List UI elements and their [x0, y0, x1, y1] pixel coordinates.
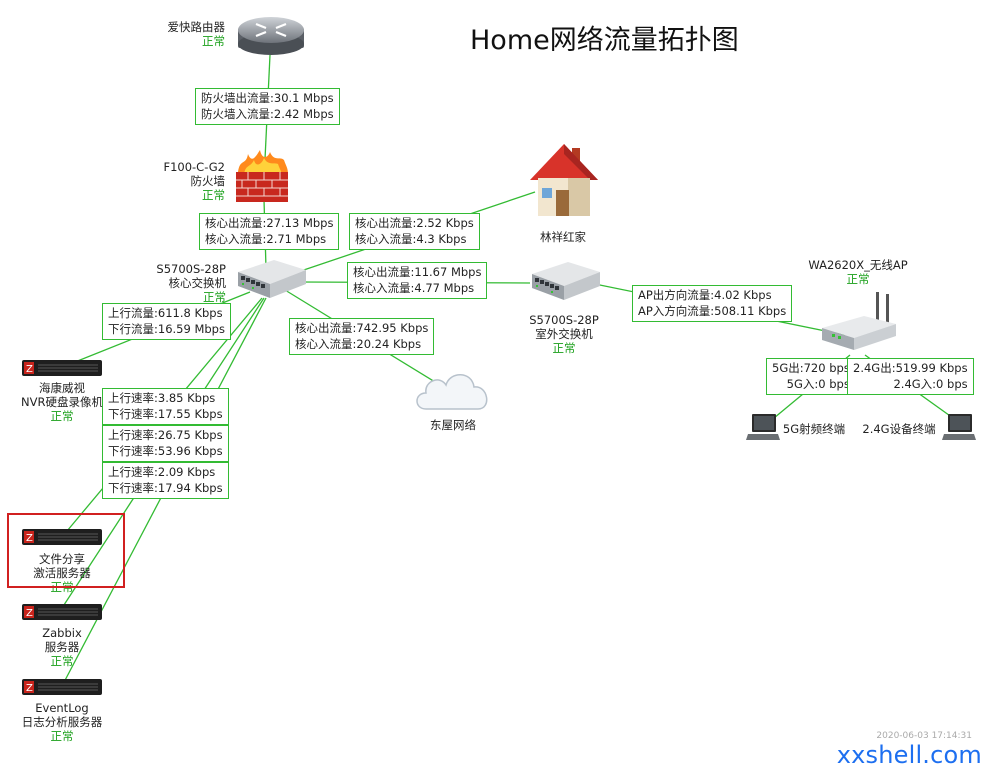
traffic-eventlog: 上行速率:2.09 Kbps 下行速率:17.94 Kbps	[102, 462, 229, 499]
house-icon[interactable]	[528, 140, 600, 224]
timestamp: 2020-06-03 17:14:31	[876, 731, 972, 741]
cloud-label: 东屋网络	[430, 418, 476, 432]
svg-text:Z: Z	[26, 608, 33, 619]
firewall-label: F100-C-G2 防火墙 正常	[163, 160, 225, 202]
traffic-core-firewall: 核心出流量:27.13 Mbps 核心入流量:2.71 Mbps	[199, 213, 340, 250]
terminal-5g-label: 5G射频终端	[782, 422, 846, 436]
router-label: 爱快路由器 正常	[167, 20, 226, 48]
traffic-ap-24g: 2.4G出:519.99 Kbps 2.4G入:0 bps	[847, 358, 974, 395]
terminal-24g-label: 2.4G设备终端	[862, 422, 936, 436]
nvr-server-icon[interactable]: Z	[22, 358, 102, 382]
core-switch-icon[interactable]	[234, 256, 310, 306]
file-server-label: 文件分享 激活服务器 正常	[33, 552, 91, 594]
nvr-label: 海康威视 NVR硬盘录像机 正常	[21, 381, 103, 423]
traffic-core-house: 核心出流量:2.52 Kbps 核心入流量:4.3 Kbps	[349, 213, 480, 250]
page-title: Home网络流量拓扑图	[470, 25, 739, 56]
file-server-icon[interactable]: Z	[22, 527, 102, 551]
outdoor-switch-icon[interactable]	[528, 258, 604, 308]
traffic-ap-outdoor: AP出方向流量:4.02 Kbps AP入方向流量:508.11 Kbps	[632, 285, 793, 322]
traffic-core-outdoor: 核心出流量:11.67 Mbps 核心入流量:4.77 Mbps	[347, 262, 488, 299]
laptop-5g-icon[interactable]	[746, 412, 780, 446]
svg-text:Z: Z	[26, 683, 33, 694]
traffic-core-cloud: 核心出流量:742.95 Kbps 核心入流量:20.24 Kbps	[289, 318, 435, 355]
eventlog-label: EventLog 日志分析服务器 正常	[21, 701, 103, 743]
watermark: xxshell.com	[836, 741, 982, 769]
traffic-firewall-router: 防火墙出流量:30.1 Mbps 防火墙入流量:2.42 Mbps	[195, 88, 340, 125]
ap-label: WA2620X_无线AP 正常	[808, 258, 908, 286]
zabbix-label: Zabbix 服务器 正常	[42, 626, 82, 668]
traffic-nvr: 上行流量:611.8 Kbps 下行流量:16.59 Mbps	[102, 303, 231, 340]
wireless-ap-icon[interactable]	[818, 290, 900, 364]
eventlog-server-icon[interactable]: Z	[22, 677, 102, 701]
laptop-24g-icon[interactable]	[942, 412, 976, 446]
svg-text:Z: Z	[26, 533, 33, 544]
house-label: 林祥红家	[540, 230, 586, 244]
cloud-icon[interactable]	[412, 365, 494, 417]
zabbix-server-icon[interactable]: Z	[22, 602, 102, 626]
highlight-box	[7, 513, 125, 588]
outdoor-switch-label: S5700S-28P 室外交换机 正常	[529, 313, 599, 355]
traffic-file-server: 上行速率:3.85 Kbps 下行速率:17.55 Kbps	[102, 388, 229, 425]
traffic-zabbix: 上行速率:26.75 Kbps 下行速率:53.96 Kbps	[102, 425, 229, 462]
traffic-ap-5g: 5G出:720 bps 5G入:0 bps	[766, 358, 856, 395]
svg-text:Z: Z	[26, 364, 33, 375]
core-switch-label: S5700S-28P 核心交换机 正常	[156, 262, 226, 304]
firewall-icon[interactable]	[232, 150, 292, 208]
router-icon[interactable]	[236, 14, 306, 60]
